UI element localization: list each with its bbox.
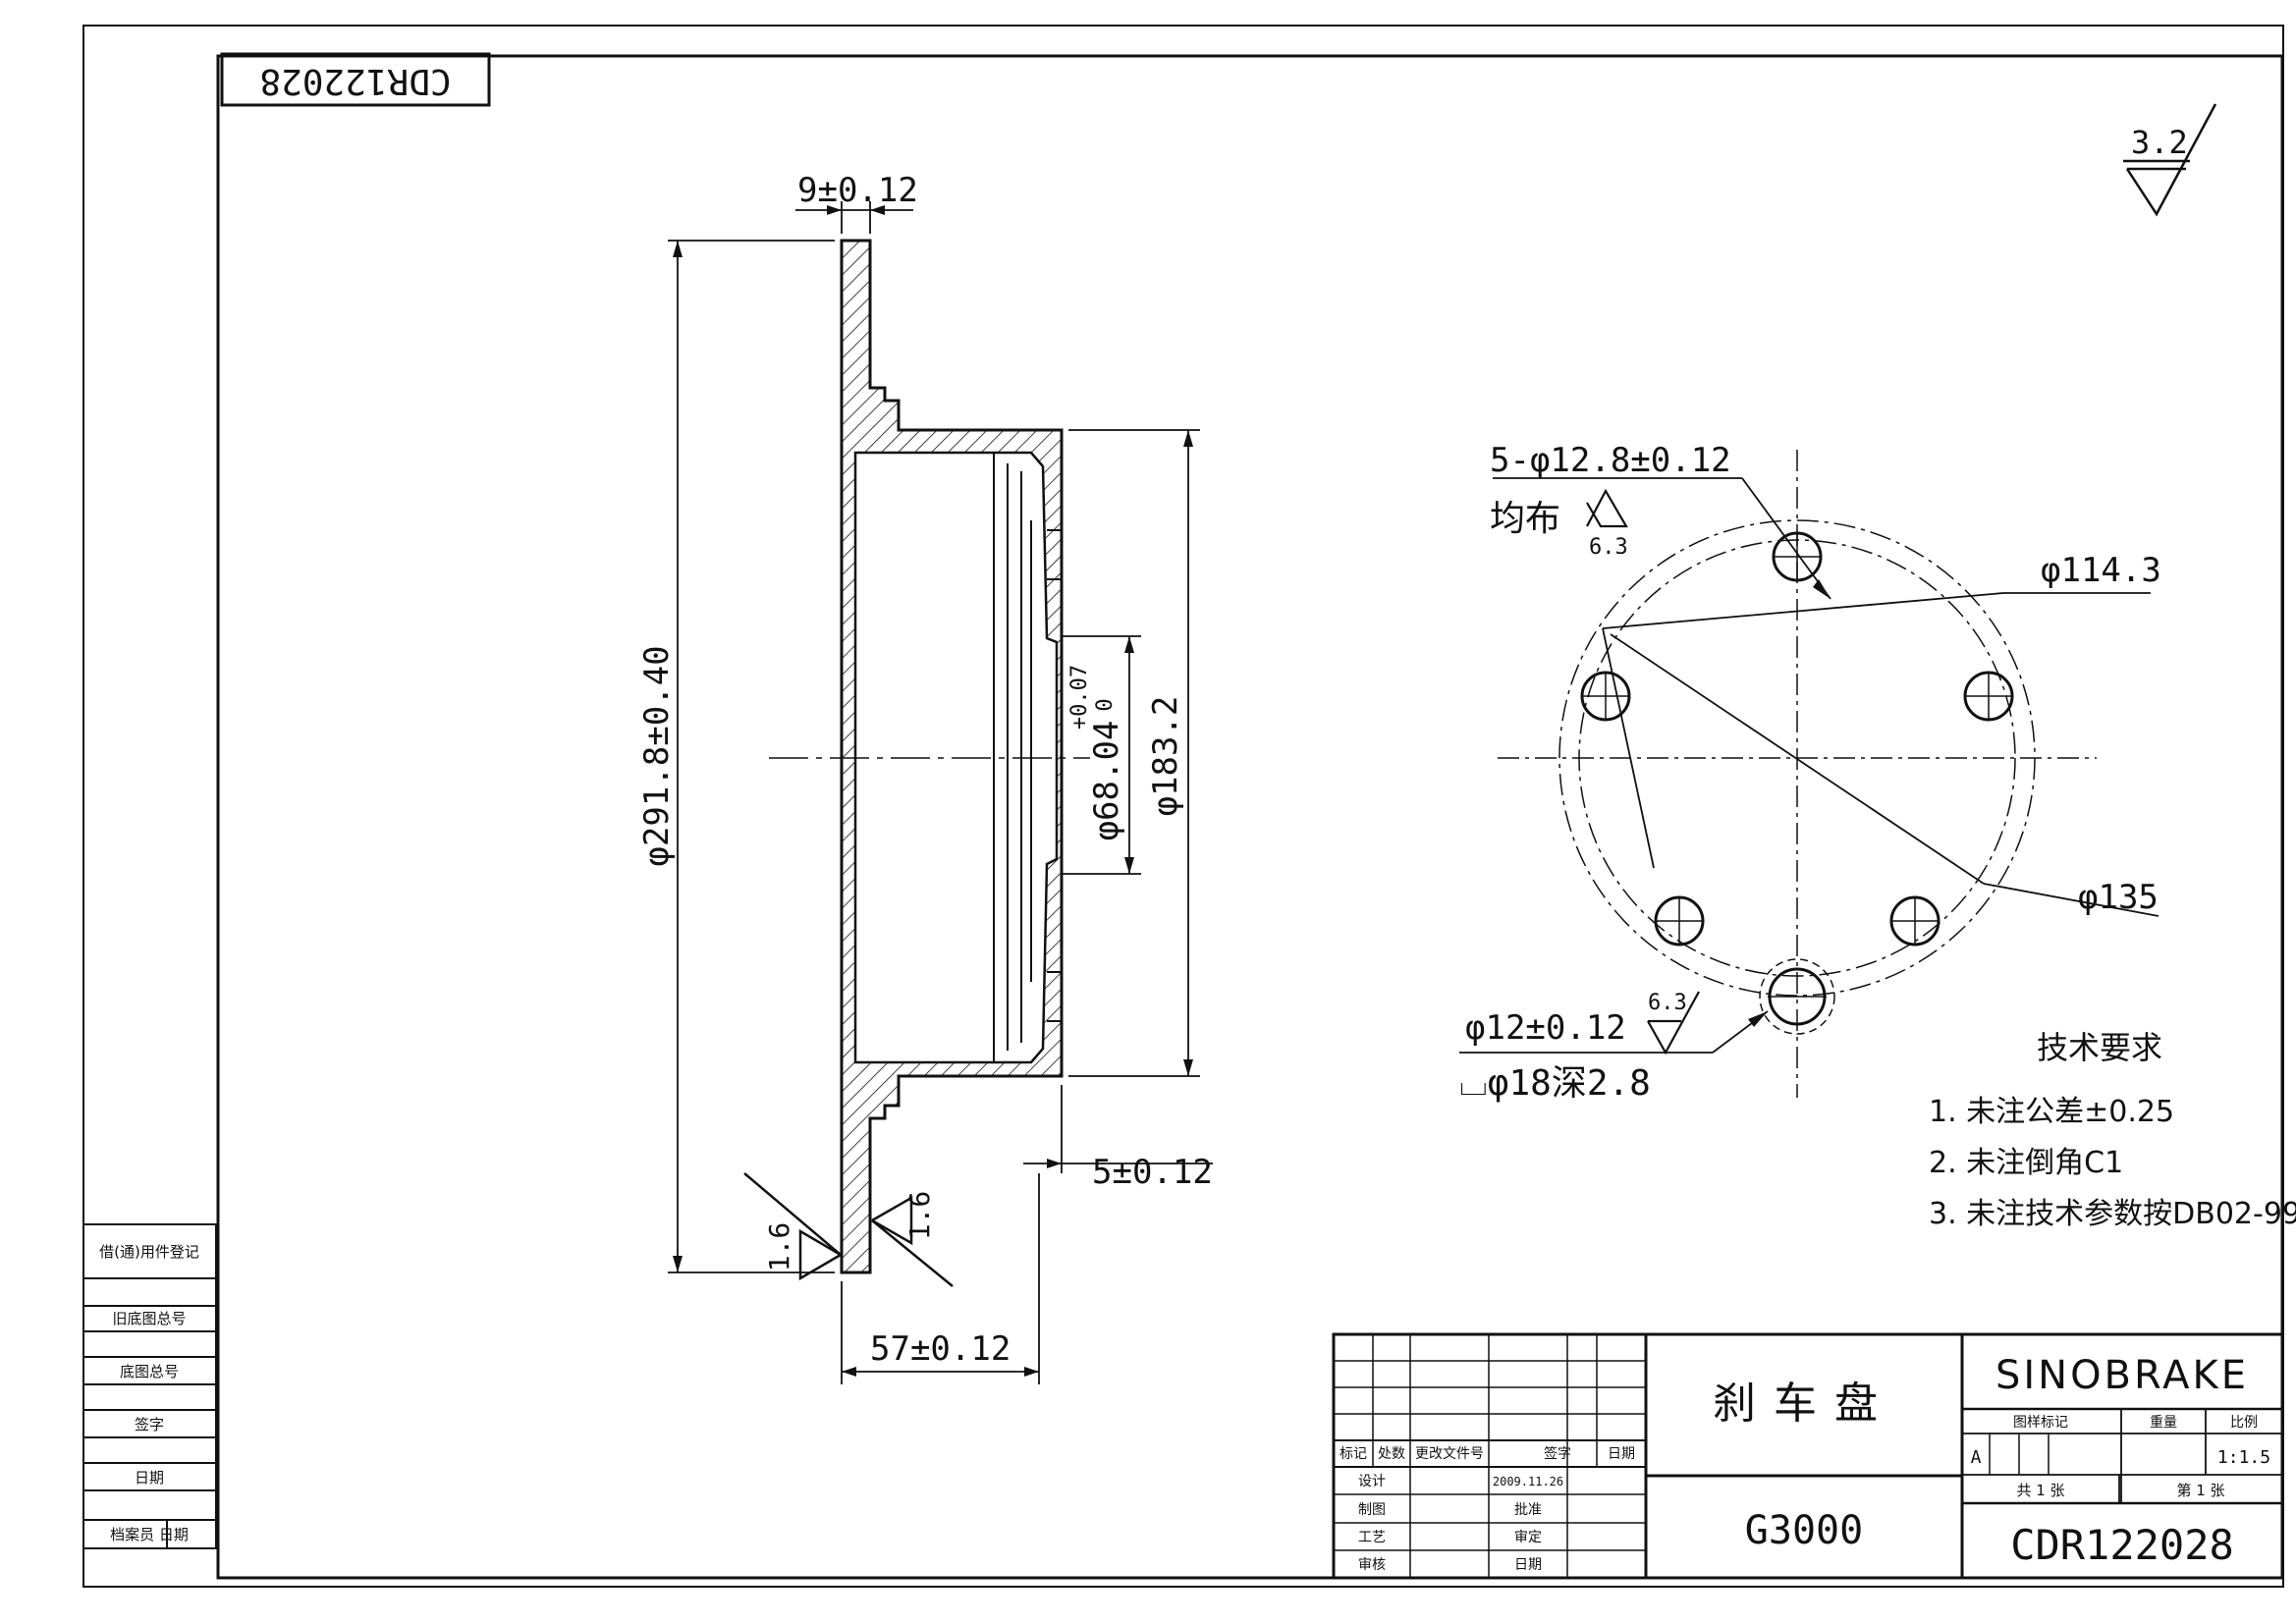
model-number: G3000 [1745,1508,1863,1553]
role-label: 设计 [1358,1474,1386,1489]
dim-pcd: φ114.3 [2041,551,2161,590]
surface-finish-face-right [871,1195,954,1287]
locator-hole [1759,958,1835,1035]
tech-req-title: 技术要求 [2037,1029,2162,1066]
surface-finish-locator [1647,991,1700,1055]
title-block [1332,1332,2284,1580]
dim-bolt-holes-note: 均布 [1490,499,1560,539]
left-record-strip [82,1223,217,1549]
rev-header: 更改文件号 [1415,1446,1484,1462]
rev-header: 日期 [1608,1446,1635,1462]
dim-outer-diameter: φ291.8±0.40 [637,645,677,866]
dim-bolt-holes: 5-φ12.8±0.12 [1490,441,1731,480]
surface-finish-face-left [743,1172,842,1281]
role-label: 审核 [1358,1557,1386,1573]
mark-label: 图样标记 [2013,1415,2068,1431]
role-label: 制图 [1358,1502,1386,1518]
sheet-border [82,25,2284,1588]
dim-bore-tol-upper: +0.07 [1067,665,1092,730]
weight-label: 重量 [2150,1415,2177,1431]
scale-label: 比例 [2230,1415,2258,1431]
bolt-hole [1772,531,1823,582]
dim-locator-hole: φ12±0.12 [1465,1008,1626,1048]
dim-hat-diameter: φ183.2 [1146,696,1185,817]
dim-thickness: 9±0.12 [797,171,918,210]
dim-hat-thickness: 5±0.12 [1092,1153,1213,1192]
sheet-number: 第 1 张 [2176,1482,2224,1499]
tech-req-item: 2. 未注倒角C1 [1929,1146,2123,1180]
dim-total-height: 57±0.12 [870,1329,1011,1369]
left-strip-label: 底图总号 [120,1363,179,1380]
approval-label: 日期 [1514,1557,1542,1573]
rev-header: 处数 [1378,1446,1405,1462]
surface-finish-locator-value: 6.3 [1648,991,1687,1015]
mark-value: A [1971,1447,1982,1468]
sheets-total: 共 1 张 [2016,1482,2064,1499]
left-strip-label: 旧底图总号 [112,1310,186,1327]
left-strip-label: 日期 [135,1469,164,1487]
bolt-pattern-view [1459,450,2159,1098]
part-name: 刹车盘 [1713,1379,1895,1429]
approval-label: 批准 [1514,1502,1542,1518]
bolt-hole [1580,671,1631,722]
drawing-number: CDR122028 [2010,1521,2234,1569]
left-strip-label: 借(通)用件登记 [99,1243,199,1261]
rev-header: 签字 [1544,1445,1571,1462]
bolt-hole [1963,671,2014,722]
bolt-hole [1889,895,1941,947]
rev-header: 标记 [1339,1446,1367,1462]
dim-bore-tol-lower: 0 [1093,698,1118,711]
stamp-text: CDR122028 [259,61,451,101]
dim-bore-diameter: φ68.04 [1087,721,1126,841]
surface-finish-hole-value: 6.3 [1589,535,1628,560]
left-strip-label: 签字 [135,1416,164,1434]
brake-disc-section [769,239,1090,1274]
dim-locator-counterbore: ⌴φ18深2.8 [1459,1063,1651,1104]
left-strip-label: 档案员 日期 [110,1526,189,1543]
scale-value: 1:1.5 [2217,1447,2270,1468]
role-label: 工艺 [1358,1530,1386,1545]
surface-finish-face-right-value: 1.6 [903,1191,936,1241]
surface-finish-face-left-value: 1.6 [763,1222,795,1272]
stamp-box: CDR122028 [220,52,491,107]
dim-inner-circle: φ135 [2078,878,2159,917]
tech-req-item: 3. 未注技术参数按DB02-99 [1929,1197,2296,1231]
dimension-arrows [673,205,1193,1377]
surface-finish-general-value: 3.2 [2131,124,2188,161]
design-date: 2009.11.26 [1493,1475,1563,1488]
bolt-hole [1654,895,1705,947]
surface-finish-hole [1586,488,1628,528]
surface-finish-general [2123,103,2217,217]
approval-label: 审定 [1514,1530,1542,1545]
company-name: SINOBRAKE [1995,1353,2249,1398]
tech-req-item: 1. 未注公差±0.25 [1929,1095,2174,1129]
